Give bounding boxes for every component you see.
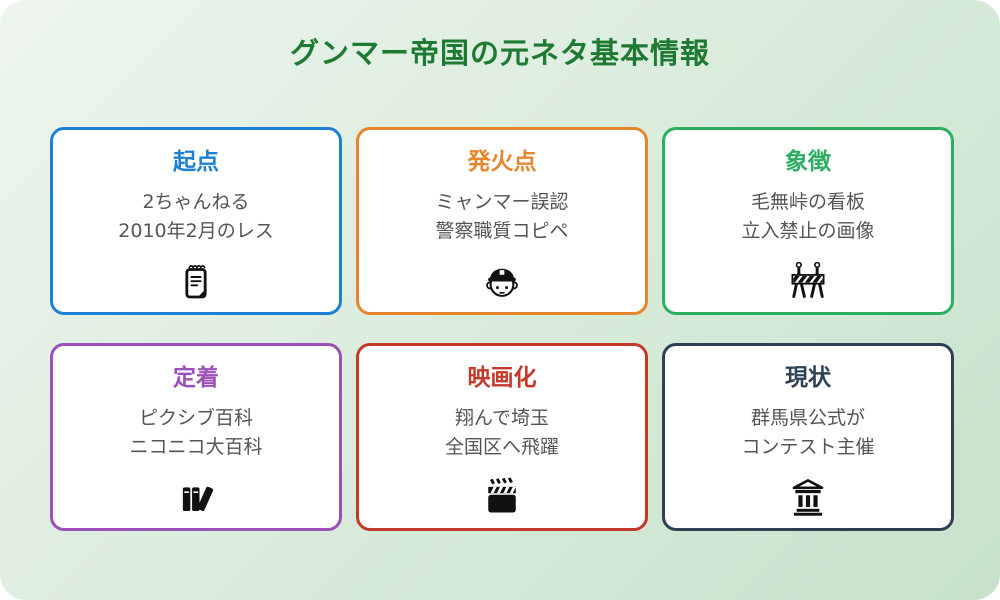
card-label: 映画化: [467, 365, 537, 391]
card-body: 2ちゃんねる 2010年2月のレス: [118, 188, 273, 245]
clapperboard-icon: [480, 474, 524, 528]
page-title: グンマー帝国の元ネタ基本情報: [289, 36, 710, 70]
card-line1: ピクシブ百科: [138, 407, 253, 430]
police-officer-icon: [481, 260, 523, 312]
barricade-icon: [786, 258, 830, 312]
card-line2: 警察職質コピペ: [435, 219, 569, 242]
card-line1: 2ちゃんねる: [142, 191, 250, 214]
card-symbol: 象徴 毛無峠の看板 立入禁止の画像: [662, 127, 954, 315]
card-body: 毛無峠の看板 立入禁止の画像: [741, 188, 874, 245]
card-grid: 起点 2ちゃんねる 2010年2月のレス 発火点 ミャンマー誤認 警察職質コピペ: [50, 127, 954, 531]
card-line2: ニコニコ大百科: [129, 435, 263, 458]
card-flashpoint: 発火点 ミャンマー誤認 警察職質コピペ: [356, 127, 648, 315]
books-icon: [175, 476, 217, 528]
card-line1: ミャンマー誤認: [435, 191, 569, 214]
card-label: 発火点: [467, 149, 537, 175]
card-body: 群馬県公式が コンテスト主催: [741, 404, 874, 461]
card-line2: 2010年2月のレス: [118, 219, 274, 242]
card-label: 現状: [785, 365, 831, 391]
card-line1: 毛無峠の看板: [750, 191, 865, 214]
classical-building-icon: [787, 476, 829, 528]
card-line1: 群馬県公式が: [750, 407, 865, 430]
memo-icon: [176, 262, 216, 312]
card-line2: 全国区へ飛躍: [444, 435, 559, 458]
card-starting-point: 起点 2ちゃんねる 2010年2月のレス: [50, 127, 342, 315]
card-label: 起点: [173, 149, 219, 175]
card-establishment: 定着 ピクシブ百科 ニコニコ大百科: [50, 343, 342, 531]
card-body: ピクシブ百科 ニコニコ大百科: [129, 404, 262, 461]
card-film-adaptation: 映画化 翔んで埼玉 全国区へ飛躍: [356, 343, 648, 531]
card-body: 翔んで埼玉 全国区へ飛躍: [445, 404, 559, 461]
card-label: 定着: [173, 365, 219, 391]
card-line1: 翔んで埼玉: [454, 407, 550, 430]
card-line2: コンテスト主催: [741, 435, 875, 458]
card-body: ミャンマー誤認 警察職質コピペ: [435, 188, 568, 245]
card-line2: 立入禁止の画像: [741, 219, 875, 242]
card-label: 象徴: [785, 149, 831, 175]
card-current-status: 現状 群馬県公式が コンテスト主催: [662, 343, 954, 531]
